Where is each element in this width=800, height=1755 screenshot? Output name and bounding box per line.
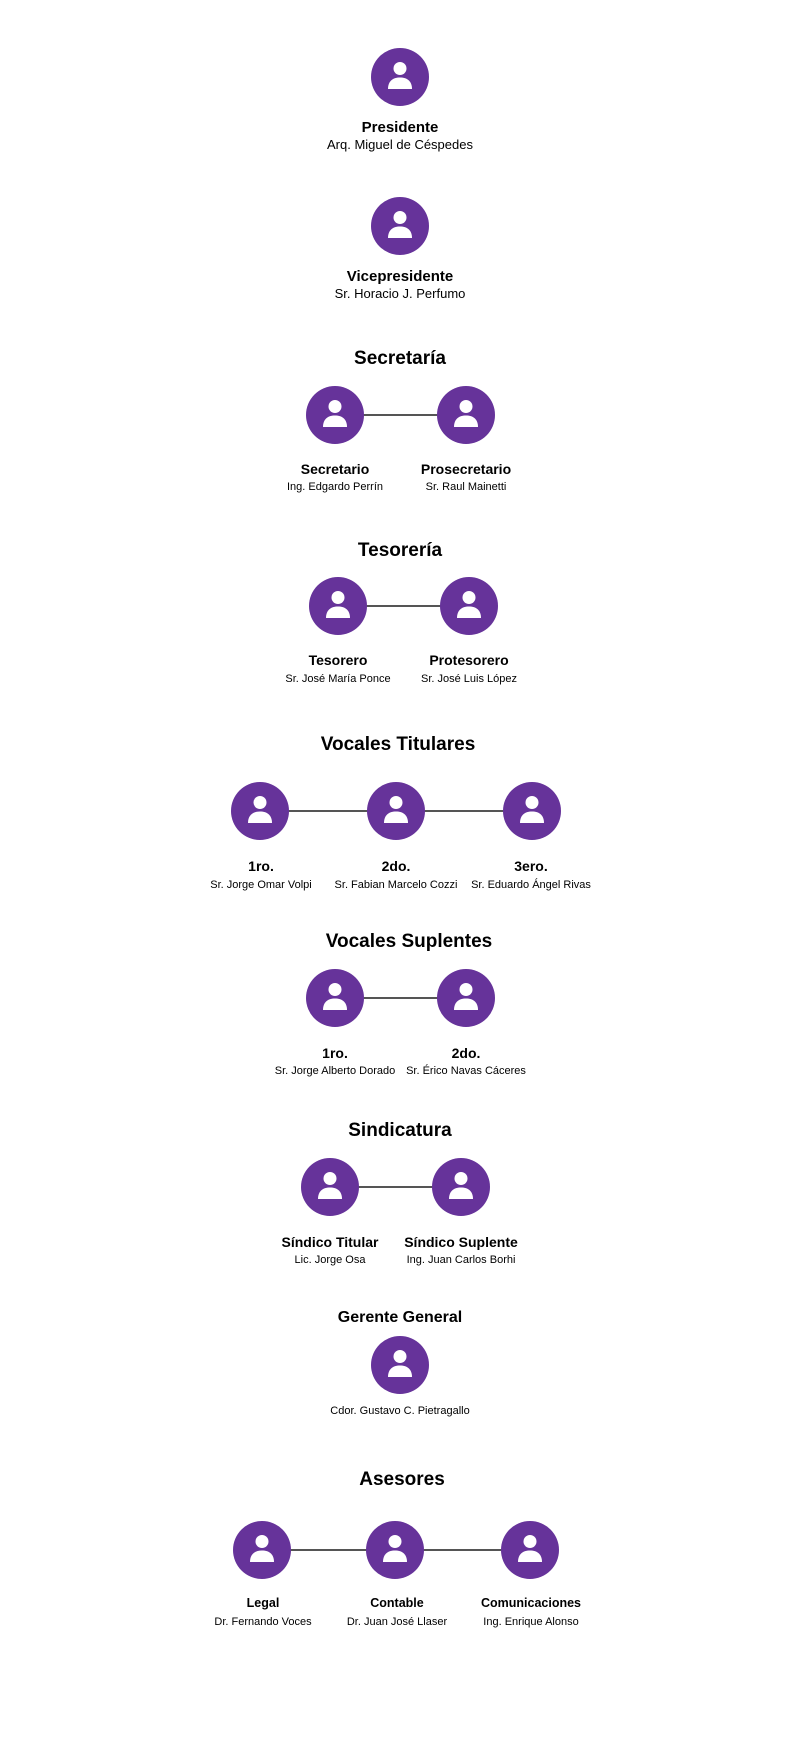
connector-line: [338, 605, 469, 607]
section-title-secretaria: Secretaría: [354, 348, 446, 369]
person-icon: [250, 1535, 274, 1562]
section-title-gerente-general: Gerente General: [337, 1309, 463, 1326]
avatar-vocal-titular-3: [503, 782, 561, 840]
person-icon: [520, 796, 544, 823]
name-vocal-titular-3: Sr. Eduardo Ángel Rivas: [471, 879, 591, 891]
role-sindico-titular: Síndico Titular: [281, 1234, 379, 1250]
section-title-asesores: Asesores: [359, 1469, 445, 1490]
person-icon: [457, 591, 481, 618]
role-vocal-suplente-2: 2do.: [451, 1045, 481, 1061]
role-vocal-titular-1: 1ro.: [248, 858, 274, 874]
person-icon: [318, 1172, 342, 1199]
person-icon: [388, 62, 412, 89]
name-presidente: Arq. Miguel de Céspedes: [327, 137, 473, 152]
section-title-vocales-titulares: Vocales Titulares: [320, 734, 476, 755]
name-tesorero: Sr. José María Ponce: [285, 673, 391, 685]
role-vocal-titular-2: 2do.: [381, 858, 411, 874]
person-icon: [326, 591, 350, 618]
role-asesor-comunicaciones: Comunicaciones: [480, 1596, 582, 1610]
person-icon: [454, 983, 478, 1010]
avatar-vicepresidente: [371, 197, 429, 255]
name-vocal-titular-2: Sr. Fabian Marcelo Cozzi: [334, 879, 458, 891]
person-icon: [518, 1535, 542, 1562]
avatar-vocal-titular-1: [231, 782, 289, 840]
section-title-sindicatura: Sindicatura: [348, 1120, 452, 1141]
name-vicepresidente: Sr. Horacio J. Perfumo: [334, 286, 466, 301]
avatar-protesorero: [440, 577, 498, 635]
connector-line: [335, 414, 465, 416]
role-sindico-suplente: Síndico Suplente: [404, 1234, 518, 1250]
avatar-vocal-suplente-1: [306, 969, 364, 1027]
avatar-asesor-legal: [233, 1521, 291, 1579]
section-title-vocales-suplentes: Vocales Suplentes: [325, 931, 493, 952]
role-secretario: Secretario: [300, 461, 370, 477]
person-icon: [388, 1350, 412, 1377]
role-presidente: Presidente: [361, 119, 439, 136]
person-icon: [383, 1535, 407, 1562]
person-icon: [388, 211, 412, 238]
role-vocal-suplente-1: 1ro.: [322, 1045, 348, 1061]
avatar-sindico-suplente: [432, 1158, 490, 1216]
role-protesorero: Protesorero: [429, 652, 509, 668]
role-tesorero: Tesorero: [308, 652, 368, 668]
person-icon: [248, 796, 272, 823]
name-prosecretario: Sr. Raul Mainetti: [425, 481, 507, 493]
person-icon: [449, 1172, 473, 1199]
role-vicepresidente: Vicepresidente: [346, 268, 454, 285]
avatar-tesorero: [309, 577, 367, 635]
name-asesor-contable: Dr. Juan José Llaser: [346, 1616, 448, 1628]
name-asesor-legal: Dr. Fernando Voces: [214, 1616, 312, 1628]
avatar-prosecretario: [437, 386, 495, 444]
name-vocal-suplente-1: Sr. Jorge Alberto Dorado: [274, 1065, 396, 1077]
avatar-presidente: [371, 48, 429, 106]
name-gerente-general: Cdor. Gustavo C. Pietragallo: [330, 1405, 470, 1417]
connector-line: [335, 997, 466, 999]
avatar-vocal-titular-2: [367, 782, 425, 840]
person-icon: [384, 796, 408, 823]
connector-line: [330, 1186, 461, 1188]
section-title-tesoreria: Tesorería: [357, 540, 443, 561]
avatar-asesor-contable: [366, 1521, 424, 1579]
avatar-secretario: [306, 386, 364, 444]
name-secretario: Ing. Edgardo Perrín: [286, 481, 384, 493]
avatar-gerente-general: [371, 1336, 429, 1394]
role-vocal-titular-3: 3ero.: [514, 858, 548, 874]
name-sindico-suplente: Ing. Juan Carlos Borhi: [406, 1254, 516, 1266]
role-prosecretario: Prosecretario: [420, 461, 512, 477]
role-asesor-contable: Contable: [370, 1596, 424, 1610]
person-icon: [454, 400, 478, 427]
name-sindico-titular: Lic. Jorge Osa: [294, 1254, 366, 1266]
name-protesorero: Sr. José Luis López: [420, 673, 518, 685]
avatar-sindico-titular: [301, 1158, 359, 1216]
avatar-asesor-comunicaciones: [501, 1521, 559, 1579]
name-vocal-titular-1: Sr. Jorge Omar Volpi: [210, 879, 312, 891]
person-icon: [323, 400, 347, 427]
avatar-vocal-suplente-2: [437, 969, 495, 1027]
role-asesor-legal: Legal: [246, 1596, 280, 1610]
name-asesor-comunicaciones: Ing. Enrique Alonso: [483, 1616, 579, 1628]
name-vocal-suplente-2: Sr. Érico Navas Cáceres: [406, 1065, 526, 1077]
person-icon: [323, 983, 347, 1010]
